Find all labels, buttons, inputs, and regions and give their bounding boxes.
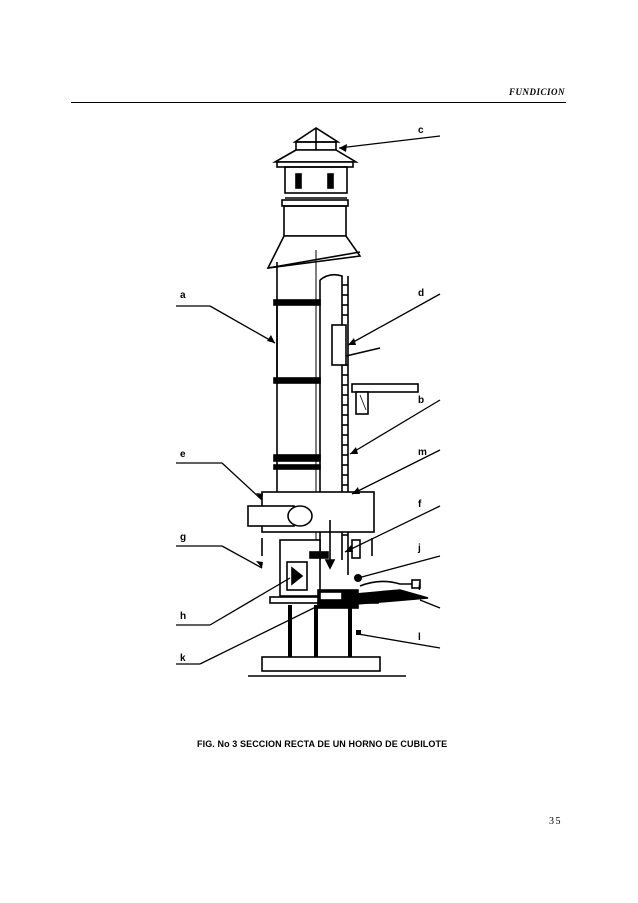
label-j: j [417, 543, 421, 554]
label-i: i [418, 582, 421, 593]
label-h: h [180, 611, 186, 622]
label-f: f [418, 499, 422, 510]
arrowheads [256, 144, 362, 635]
legs-foundation [248, 605, 406, 677]
label-g: g [180, 532, 186, 543]
label-e: e [180, 449, 186, 460]
page-number: 35 [549, 816, 562, 827]
hood [266, 235, 362, 269]
wind-box [247, 491, 375, 556]
label-k: k [180, 653, 186, 664]
label-b: b [418, 395, 424, 406]
chimney-cap [271, 127, 359, 237]
base-plate [269, 579, 429, 609]
label-c: c [418, 125, 424, 136]
header-title: FUNDICION [508, 87, 565, 97]
cupola-furnace-diagram: c a d b e m f g j i h l k [170, 120, 460, 695]
figure-caption: FIG. No 3 SECCION RECTA DE UN HORNO DE C… [197, 739, 448, 749]
charging-platform [351, 383, 419, 415]
header-rule [71, 102, 566, 103]
label-m: m [418, 447, 427, 458]
label-d: d [418, 288, 424, 299]
label-l: l [418, 632, 421, 643]
leader-lines [176, 135, 441, 665]
label-a: a [180, 290, 186, 301]
